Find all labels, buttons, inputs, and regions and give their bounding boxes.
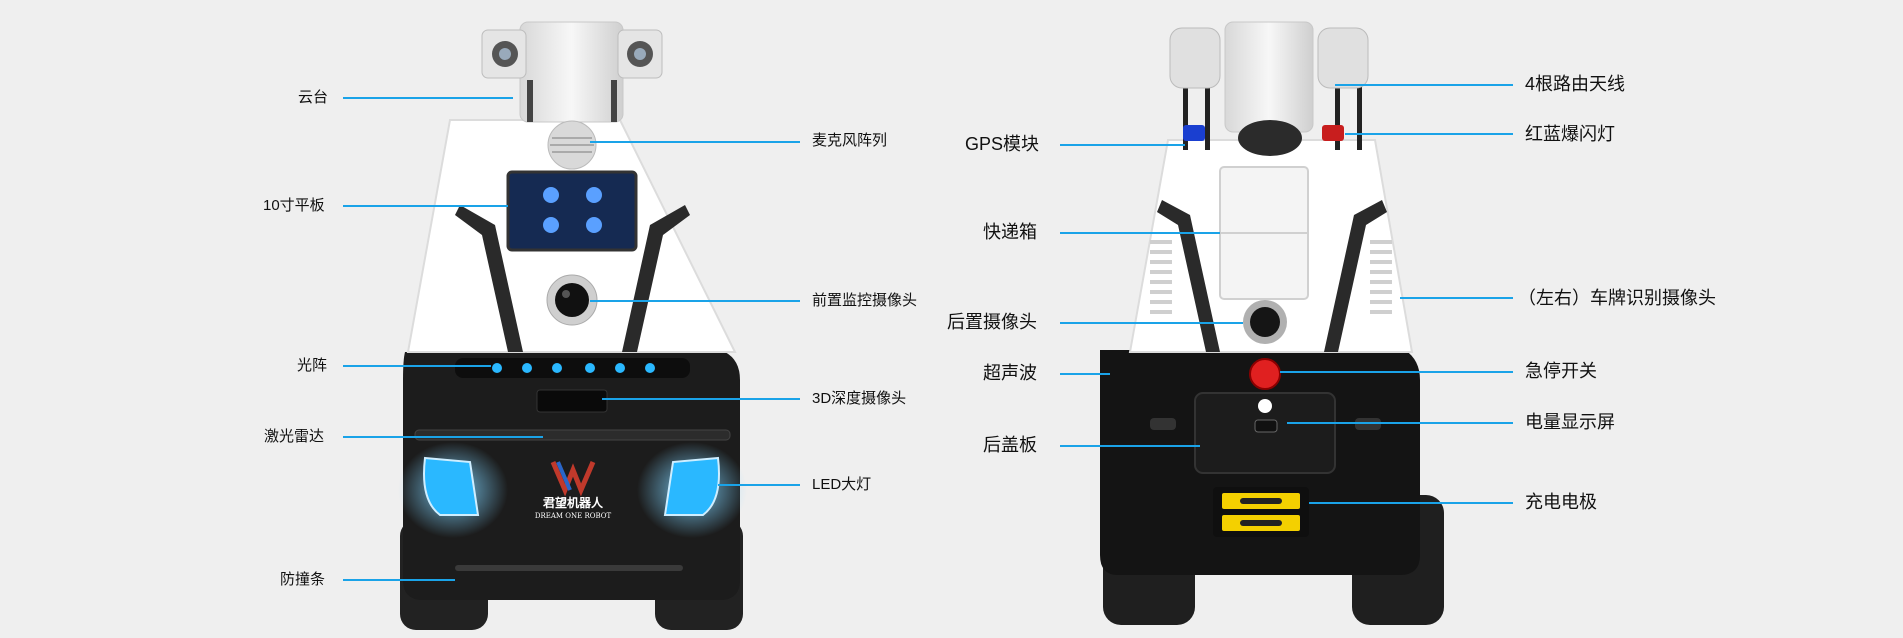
leader-front-camera	[590, 300, 800, 302]
label-charging-electrodes: 充电电极	[1525, 492, 1597, 512]
leader-rear-cover	[1060, 445, 1200, 447]
leader-router-antennas	[1335, 84, 1513, 86]
label-front-camera: 前置监控摄像头	[812, 292, 918, 309]
rear-flash-light	[1322, 125, 1344, 141]
brand-name-cn: 君望机器人	[542, 495, 604, 510]
label-gps: GPS模块	[965, 134, 1040, 154]
leader-mic-array	[590, 141, 800, 143]
label-3d-camera: 3D深度摄像头	[812, 390, 907, 407]
front-3d-camera	[536, 389, 608, 413]
label-estop: 急停开关	[1525, 361, 1597, 381]
label-led-light: LED大灯	[812, 476, 872, 493]
front-led-light-right	[663, 456, 720, 516]
label-ultrasonic: 超声波	[983, 363, 1037, 383]
rear-antenna-2	[1205, 60, 1210, 150]
label-rear-camera: 后置摄像头	[947, 312, 1037, 332]
brand-name-en: DREAM ONE ROBOT	[535, 512, 612, 520]
leader-gps	[1060, 144, 1185, 146]
label-router-antennas: 4根路由天线	[1525, 74, 1626, 94]
label-plate-camera: （左右）车牌识别摄像头	[1518, 288, 1716, 308]
leader-estop	[1280, 371, 1513, 373]
rear-estop-button	[1249, 358, 1281, 390]
front-gimbal	[519, 21, 624, 123]
label-delivery-box: 快递箱	[983, 222, 1037, 242]
rear-robot	[1100, 21, 1444, 625]
label-flash-light: 红蓝爆闪灯	[1525, 124, 1615, 144]
brand-logo-icon	[550, 461, 596, 497]
label-lidar: 激光雷达	[264, 428, 325, 445]
leader-flash-light	[1345, 133, 1513, 135]
leader-charging-electrodes	[1309, 502, 1513, 504]
leader-rear-camera	[1060, 322, 1243, 324]
front-led-light-left	[423, 456, 480, 516]
rear-battery-display	[1254, 419, 1278, 433]
label-gimbal: 云台	[298, 89, 329, 106]
front-tablet	[506, 170, 638, 252]
leader-battery-display	[1287, 422, 1513, 424]
rear-gps-light	[1183, 125, 1205, 141]
leader-gimbal	[343, 97, 513, 99]
leader-led-light	[718, 484, 800, 486]
front-robot: 君望机器人 DREAM ONE ROBOT	[398, 21, 747, 630]
label-bumper: 防撞条	[280, 571, 326, 588]
leader-delivery-box	[1060, 232, 1220, 234]
label-light-array: 光阵	[297, 357, 328, 374]
rear-cover-plate	[1194, 392, 1336, 474]
leader-ultrasonic	[1060, 373, 1110, 375]
rear-antenna-4	[1357, 60, 1362, 150]
label-rear-cover: 后盖板	[983, 435, 1037, 455]
rear-gimbal	[1224, 21, 1314, 133]
front-bumper	[455, 565, 683, 571]
label-battery-display: 电量显示屏	[1525, 412, 1615, 432]
label-tablet: 10寸平板	[263, 197, 325, 214]
leader-lidar	[343, 436, 543, 438]
rear-antenna-1	[1183, 60, 1188, 150]
leader-3d-camera	[602, 398, 800, 400]
leader-light-array	[343, 365, 491, 367]
label-mic-array: 麦克风阵列	[812, 132, 888, 149]
rear-antenna-3	[1335, 60, 1340, 150]
leader-bumper	[343, 579, 455, 581]
leader-tablet	[343, 205, 508, 207]
leader-plate-camera	[1400, 297, 1513, 299]
